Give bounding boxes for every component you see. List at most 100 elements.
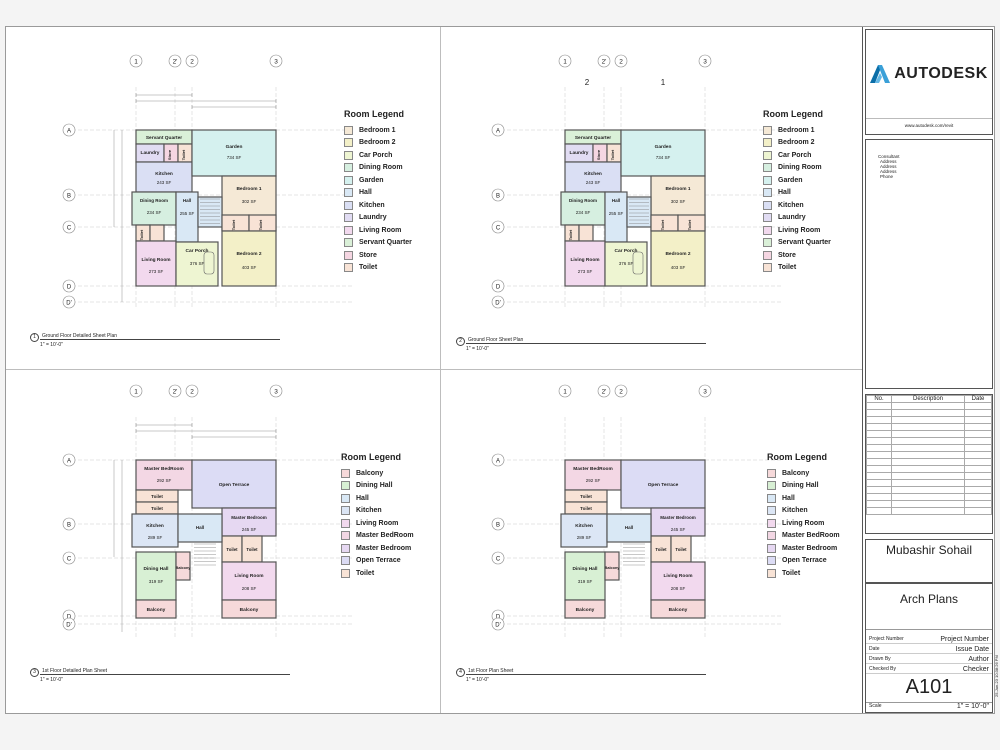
label-hall: Hall <box>183 198 191 203</box>
grid-label: B <box>496 522 500 528</box>
revision-cell <box>866 500 892 508</box>
room-balcony-small <box>175 551 191 581</box>
legend-swatch <box>341 493 350 503</box>
revision-cell <box>964 465 992 473</box>
grid-label: B <box>496 193 500 199</box>
view-scale: 1" = 10'-0" <box>40 677 63 683</box>
legend-label: Living Room <box>359 226 402 234</box>
legend-label: Bedroom 1 <box>778 126 815 134</box>
grid-label: 1 <box>563 389 567 396</box>
area-dining-hall: 319 SF <box>149 579 164 584</box>
consultant-line: Address <box>880 164 897 169</box>
grid-label: D <box>67 284 72 290</box>
legend-swatch <box>341 531 350 541</box>
grid-bubble <box>168 54 182 68</box>
view-title-line <box>40 674 290 675</box>
legend-label: Kitchen <box>359 201 385 209</box>
grid-bubble <box>491 220 505 234</box>
legend-item: Bedroom 2 <box>344 137 412 150</box>
label-living: Living Room <box>141 257 170 263</box>
area-dining-hall: 319 SF <box>578 579 593 584</box>
legend-label: Bedroom 1 <box>359 126 396 134</box>
owner-name: Mubashir Sohail <box>885 543 973 557</box>
grid-label: A <box>496 128 500 134</box>
grid-bubble <box>129 384 143 398</box>
grid-bubble <box>185 54 199 68</box>
label-toilet: Toilet <box>231 219 236 230</box>
label-hall: Hall <box>196 525 204 530</box>
revision-row <box>866 486 992 494</box>
grid-bubble <box>62 123 76 137</box>
area-bedroom-1: 302 SF <box>671 199 686 204</box>
legend-swatch <box>344 175 353 185</box>
label-open-terrace: Open Terrace <box>219 482 250 488</box>
autodesk-logo-icon <box>870 65 891 83</box>
revision-cell <box>964 430 992 438</box>
label-car-porch: Car Porch <box>186 248 209 254</box>
legend-swatch <box>341 481 350 491</box>
room-open-terrace <box>191 459 277 509</box>
legend-swatch <box>344 163 353 173</box>
grid-bubble <box>491 517 505 531</box>
area-kitchen: 289 SF <box>148 535 163 540</box>
project-name: Arch Plans <box>866 584 992 630</box>
revision-cell <box>891 409 965 417</box>
label-hall: Hall <box>625 525 633 530</box>
grid-bubble <box>491 123 505 137</box>
legend-title: Room Legend <box>767 452 827 462</box>
room-master-bedroom-2 <box>650 507 706 537</box>
legend-label: Dining Room <box>778 164 822 172</box>
revision-cell <box>964 437 992 445</box>
legend-swatch <box>763 188 772 198</box>
revision-row <box>866 437 992 445</box>
room-open-terrace <box>620 459 706 509</box>
revision-cell <box>964 472 992 480</box>
area-car-porch: 376 SF <box>619 261 634 266</box>
legend-label: Living Room <box>356 519 399 527</box>
label-toilet: Toilet <box>687 219 692 230</box>
legend-label: Store <box>778 251 796 259</box>
area-bedroom-2: 403 SF <box>242 265 257 270</box>
revision-row <box>866 465 992 473</box>
legend-label: Store <box>359 251 377 259</box>
view-number: 2 <box>456 337 465 346</box>
label-toilet: Toilet <box>226 547 238 552</box>
grid-label: A <box>496 458 500 464</box>
revision-cell <box>891 479 965 487</box>
room-garden <box>191 129 277 177</box>
grid-bubble <box>62 453 76 467</box>
legend-item: Master Bedroom <box>767 542 840 555</box>
revision-cell <box>866 409 892 417</box>
legend-swatch <box>341 556 350 566</box>
revision-cell <box>891 416 965 424</box>
legend-item: Car Porch <box>344 149 412 162</box>
legend-item: Master BedRoom <box>341 530 414 543</box>
legend-item: Car Porch <box>763 149 831 162</box>
legend-label: Dining Hall <box>782 482 819 490</box>
legend-item: Kitchen <box>344 199 412 212</box>
legend-swatch <box>341 506 350 516</box>
view-number: 1 <box>30 333 39 342</box>
label-garden: Garden <box>655 144 672 150</box>
field-key: Project Number <box>869 636 904 642</box>
room-kitchen <box>560 513 608 548</box>
revision-cell <box>964 507 992 515</box>
revision-cell <box>891 493 965 501</box>
room-toilet-2 <box>578 224 594 242</box>
grid-label: 1 <box>563 59 567 66</box>
legend-label: Master Bedroom <box>782 544 838 552</box>
revision-row <box>866 479 992 487</box>
area-master-bedroom-2: 245 SF <box>242 527 257 532</box>
revision-cell <box>891 430 965 438</box>
field-value: Project Number <box>940 636 989 643</box>
revision-cell <box>866 507 892 515</box>
